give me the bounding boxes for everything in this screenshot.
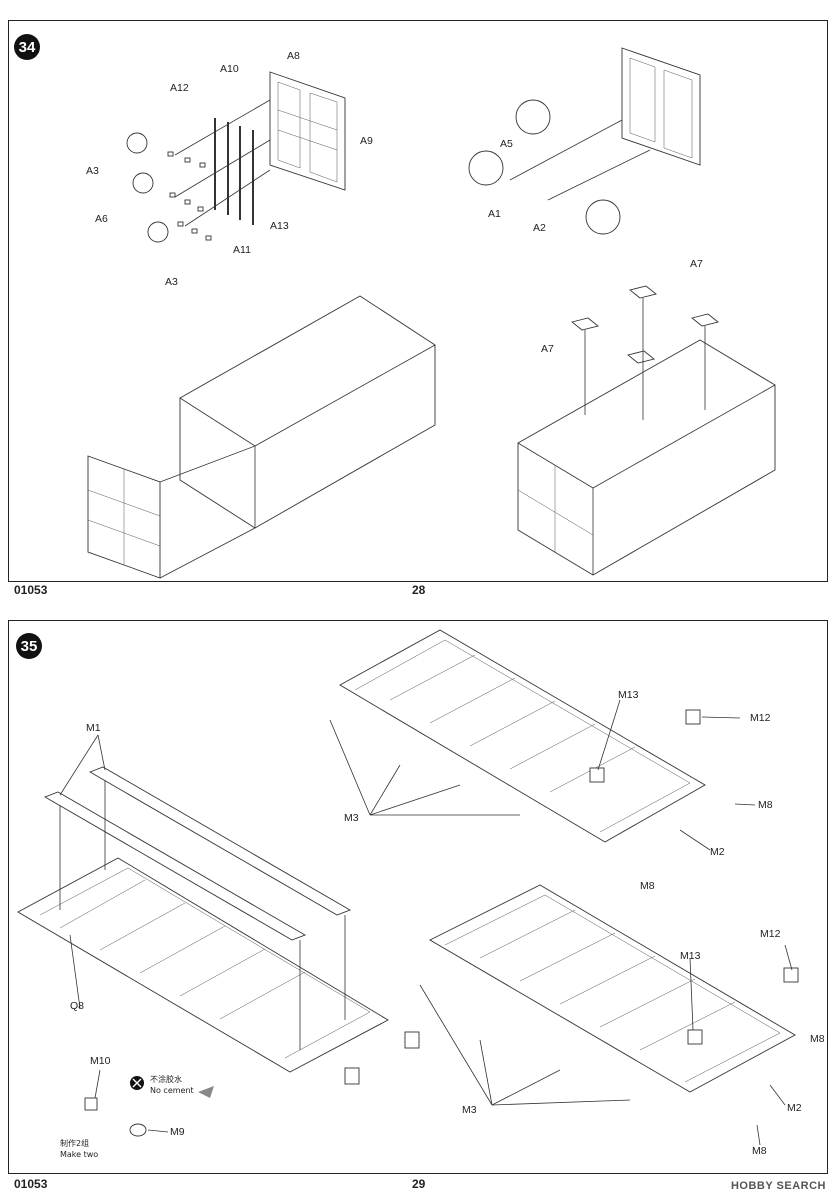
label-a12: A12 <box>170 82 189 94</box>
label-m8-top-b: M8 <box>640 880 655 892</box>
label-a8: A8 <box>287 50 300 62</box>
page-number-29: 29 <box>412 1177 426 1191</box>
watermark: HOBBY SEARCH <box>730 1180 826 1192</box>
label-a11: A11 <box>233 244 251 256</box>
label-a10: A10 <box>220 63 239 75</box>
label-a5: A5 <box>500 138 513 150</box>
label-a3-bottom: A3 <box>165 276 178 288</box>
page-number-28: 28 <box>412 583 426 597</box>
label-a6: A6 <box>95 213 108 225</box>
label-a7-left: A7 <box>541 343 554 355</box>
label-a2: A2 <box>533 222 546 234</box>
arrow-icon <box>198 1086 214 1098</box>
container-open-drawing <box>87 295 436 579</box>
label-m8-bottom-a: M8 <box>810 1033 825 1045</box>
step-34-illustration <box>87 47 776 579</box>
no-cement-cn: 不涂胶水 <box>150 1075 182 1084</box>
step-35-badge: 35 <box>16 633 42 659</box>
step-34-badge: 34 <box>14 34 40 60</box>
label-m1: M1 <box>86 722 101 734</box>
door-frame-right-drawing <box>468 47 701 235</box>
chassis-top-drawing <box>339 629 706 843</box>
label-m12-bottom: M12 <box>760 928 781 940</box>
label-m2-bottom: M2 <box>787 1102 802 1114</box>
label-a9: A9 <box>360 135 373 147</box>
label-m12-top: M12 <box>750 712 771 724</box>
label-a7-right: A7 <box>690 258 703 270</box>
leader-lines-drawing <box>59 699 793 1146</box>
container-closed-drawing <box>517 285 776 576</box>
label-q8: Q8 <box>70 1000 85 1012</box>
label-m13-bottom: M13 <box>680 950 701 962</box>
make-two-cn: 制作2组 <box>60 1139 90 1148</box>
label-m9: M9 <box>170 1126 185 1138</box>
chassis-bottom-drawing <box>429 884 799 1093</box>
label-a13: A13 <box>270 220 289 232</box>
make-two-en: Make two <box>60 1150 99 1159</box>
doc-number-p29: 01053 <box>14 1177 48 1191</box>
label-a1: A1 <box>488 208 501 220</box>
locking-bars-drawing <box>214 118 254 225</box>
door-frame-a8-drawing <box>269 71 346 191</box>
label-m3-top: M3 <box>344 812 359 824</box>
label-a3-top: A3 <box>86 165 99 177</box>
handle-parts-drawing <box>126 99 271 243</box>
label-m8-top-a: M8 <box>758 799 773 811</box>
label-m13-top: M13 <box>618 689 639 701</box>
label-m3-bottom: M3 <box>462 1104 477 1116</box>
label-m8-bottom-b: M8 <box>752 1145 767 1157</box>
no-cement-en: No cement <box>150 1086 194 1095</box>
label-m10: M10 <box>90 1055 111 1067</box>
doc-number-p28: 01053 <box>14 583 48 597</box>
label-m2-top: M2 <box>710 846 725 858</box>
chassis-with-rails-drawing <box>17 766 420 1137</box>
